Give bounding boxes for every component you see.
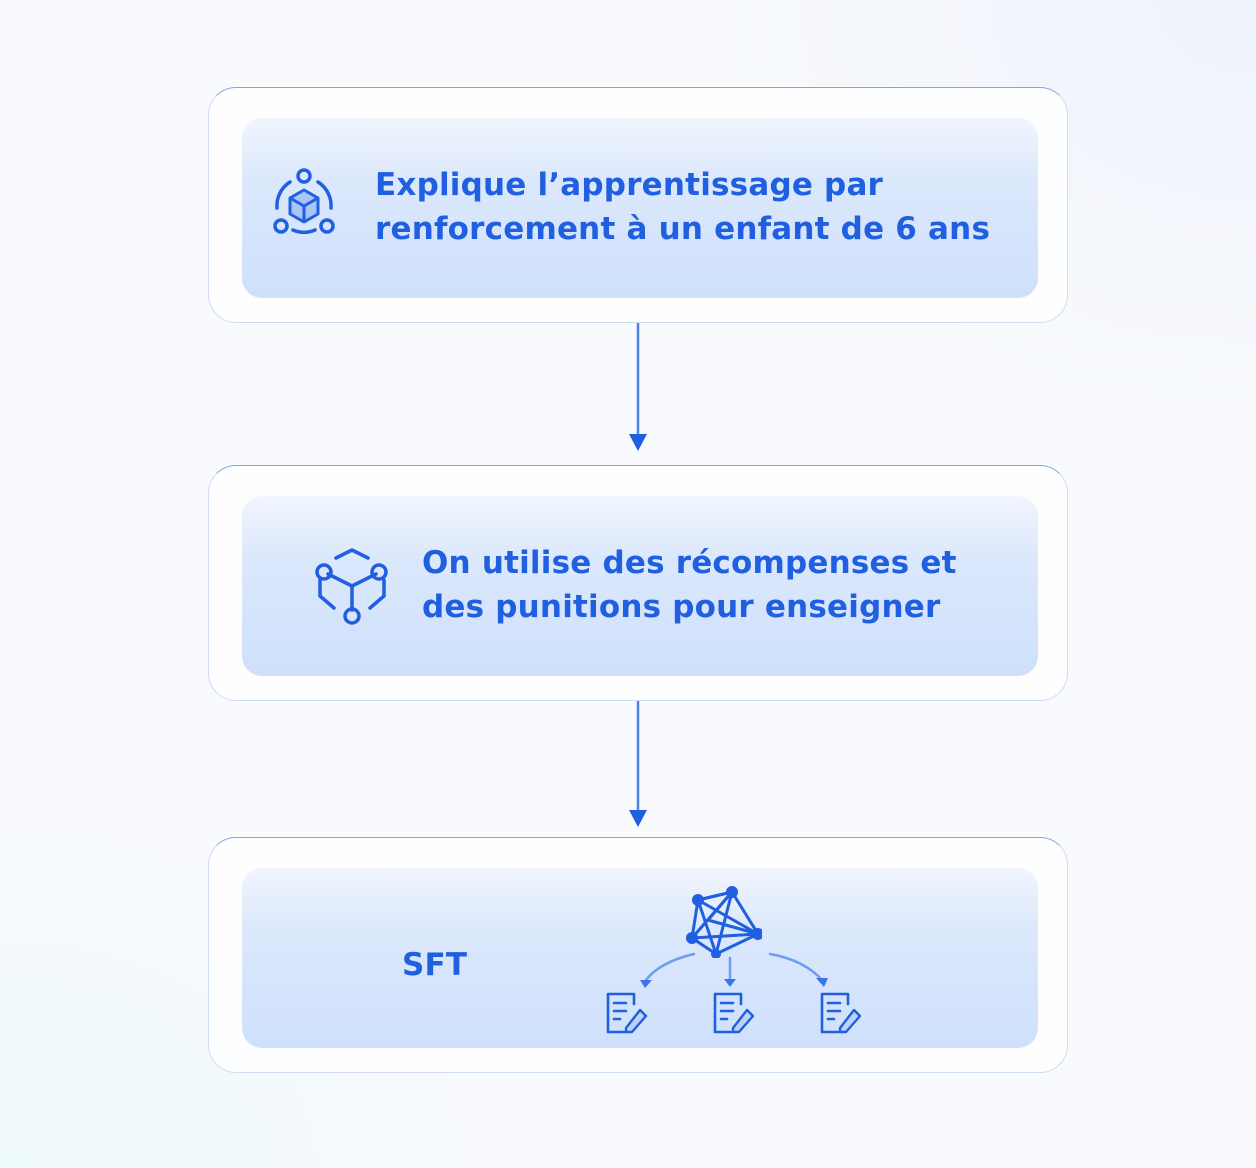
arrow-down-icon — [629, 323, 647, 451]
step-text-prompt: Explique l’apprentissage par renforcemen… — [375, 167, 991, 247]
step-panel: On utilise des récompenses et des puniti… — [242, 496, 1038, 676]
cube-network-icon — [315, 548, 388, 625]
cube-orbit-icon — [273, 168, 335, 234]
step-panel: SFT — [242, 868, 1038, 1048]
arrow-down-icon — [629, 701, 647, 827]
document-edit-icon — [713, 992, 755, 1034]
branch-arrows-icon — [640, 952, 828, 988]
step-card-sft: SFT — [208, 837, 1068, 1073]
document-edit-icon — [606, 992, 648, 1034]
neural-network-icon — [686, 886, 762, 958]
step-label-sft: SFT — [402, 947, 468, 983]
document-edit-icon — [820, 992, 862, 1034]
step-text-answer: On utilise des récompenses et des puniti… — [422, 545, 957, 625]
step-panel: Explique l’apprentissage par renforcemen… — [242, 118, 1038, 298]
step-card-answer: On utilise des récompenses et des puniti… — [208, 465, 1068, 701]
step-card-prompt: Explique l’apprentissage par renforcemen… — [208, 87, 1068, 323]
